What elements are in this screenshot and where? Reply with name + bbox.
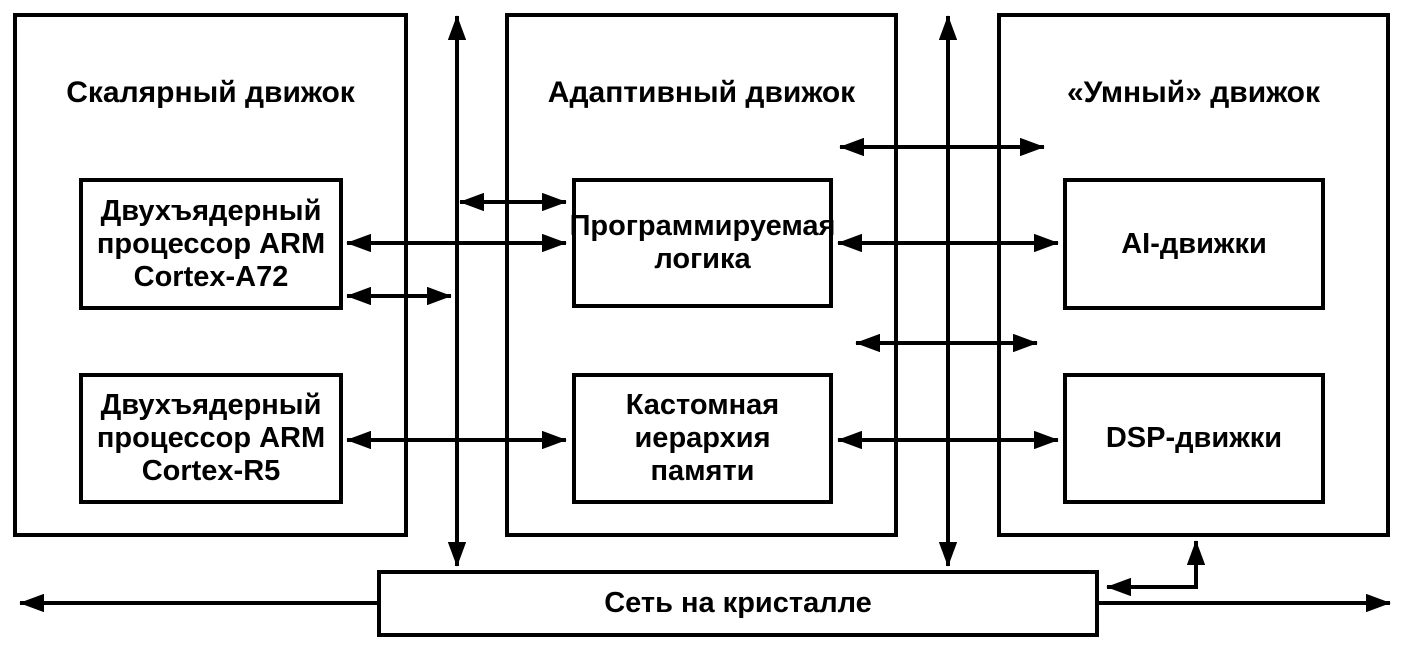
smart-engine-title: «Умный» движок [1066,76,1321,109]
block-custom-memory-hierarchy: Кастомная иерархия памяти [572,373,833,504]
adaptive-engine-title: Адаптивный движок [547,76,856,109]
dsp-engines-label: DSP-движки [1105,422,1283,454]
block-cortex-a72: Двухъядерный процессор ARM Cortex-A72 [79,178,343,310]
smart-engine-to-noc-arrow [1106,540,1206,597]
panel-smart-engine: «Умный» движок AI-движки DSP-движки [997,13,1390,537]
cortex-a72-label: Двухъядерный процессор ARM Cortex-A72 [96,194,326,293]
block-programmable-logic: Программируемая логика [569,178,836,308]
block-ai-engines: AI-движки [1063,178,1325,310]
block-network-on-chip: Сеть на кристалле [377,570,1099,637]
custom-memory-hierarchy-label: Кастомная иерархия памяти [625,389,780,487]
network-on-chip-label: Сеть на кристалле [604,587,872,619]
programmable-logic-label: Программируемая логика [569,210,836,275]
block-cortex-r5: Двухъядерный процессор ARM Cortex-R5 [79,373,343,504]
cortex-r5-label: Двухъядерный процессор ARM Cortex-R5 [96,389,326,487]
scalar-engine-title: Скалярный движок [66,76,355,109]
ai-engines-label: AI-движки [1121,227,1267,260]
panel-adaptive-engine: Адаптивный движок Программируемая логика… [505,13,898,537]
block-dsp-engines: DSP-движки [1063,373,1325,504]
panel-scalar-engine: Скалярный движок Двухъядерный процессор … [13,13,408,537]
